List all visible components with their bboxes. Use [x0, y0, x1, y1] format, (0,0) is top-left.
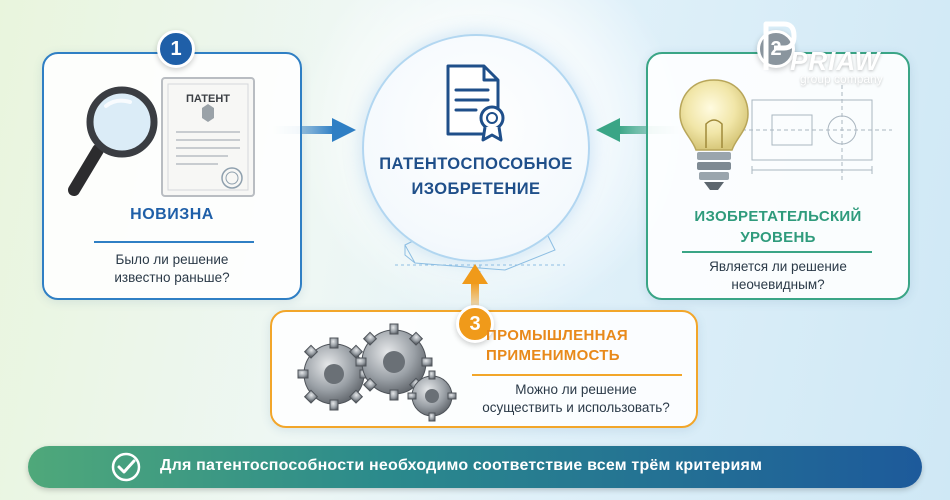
- check-circle-icon: [111, 452, 141, 482]
- gears-icon: [297, 323, 457, 422]
- lightbulb-icon: [679, 79, 749, 190]
- novelty-divider: [94, 241, 254, 243]
- industrial-applicability-title: ПРОМЫШЛЕННАЯ ПРИМЕНИМОСТЬ: [486, 326, 676, 366]
- industrial-applicability-title-line1: ПРОМЫШЛЕННАЯ: [486, 327, 628, 344]
- novelty-question-line1: Было ли решение: [115, 252, 229, 267]
- center-title-line2: ИЗОБРЕТЕНИЕ: [411, 180, 541, 198]
- inventive-step-title-line1: ИЗОБРЕТАТЕЛЬСКИЙ: [694, 208, 862, 225]
- arrow-up-icon: [462, 264, 488, 310]
- industrial-applicability-question: Можно ли решение осуществить и использов…: [462, 381, 690, 417]
- logo-tagline: group company: [800, 72, 883, 86]
- logo-mark-icon: [763, 21, 797, 70]
- industrial-applicability-question-line2: осуществить и использовать?: [482, 400, 670, 415]
- patent-document-icon: ПАТЕНТ: [161, 77, 255, 197]
- criterion-1-badge: 1: [157, 30, 195, 68]
- blueprint-sketch-icon: [742, 85, 892, 180]
- footer-text: Для патентоспособности необходимо соотве…: [160, 457, 763, 474]
- inventive-step-question: Является ли решение неочевидным?: [646, 258, 910, 294]
- novelty-title: НОВИЗНА: [130, 206, 214, 223]
- certificate-icon: [446, 64, 505, 142]
- inventive-step-title: ИЗОБРЕТАТЕЛЬСКИЙ УРОВЕНЬ: [646, 206, 910, 248]
- novelty-question: Было ли решение известно раньше?: [42, 251, 302, 287]
- inventive-step-question-line1: Является ли решение: [709, 259, 847, 274]
- footer-bar: [28, 446, 922, 488]
- inventive-step-divider: [682, 251, 872, 253]
- center-title-line1: ПАТЕНТОСПОСОБНОЕ: [379, 155, 573, 173]
- logo-name: PRIAW: [790, 46, 881, 76]
- arrow-right-icon: [272, 118, 356, 142]
- magnifier-icon: [68, 86, 158, 196]
- novelty-question-line2: известно раньше?: [114, 270, 230, 285]
- industrial-applicability-question-line1: Можно ли решение: [515, 382, 637, 397]
- center-title: ПАТЕНТОСПОСОБНОЕ ИЗОБРЕТЕНИЕ: [362, 152, 590, 202]
- patent-header: ПАТЕНТ: [186, 93, 230, 105]
- industrial-applicability-divider: [472, 374, 682, 376]
- inventive-step-question-line2: неочевидным?: [731, 277, 825, 292]
- criterion-3-badge: 3: [456, 305, 494, 343]
- inventive-step-title-line2: УРОВЕНЬ: [740, 229, 816, 246]
- industrial-applicability-title-line2: ПРИМЕНИМОСТЬ: [486, 347, 620, 364]
